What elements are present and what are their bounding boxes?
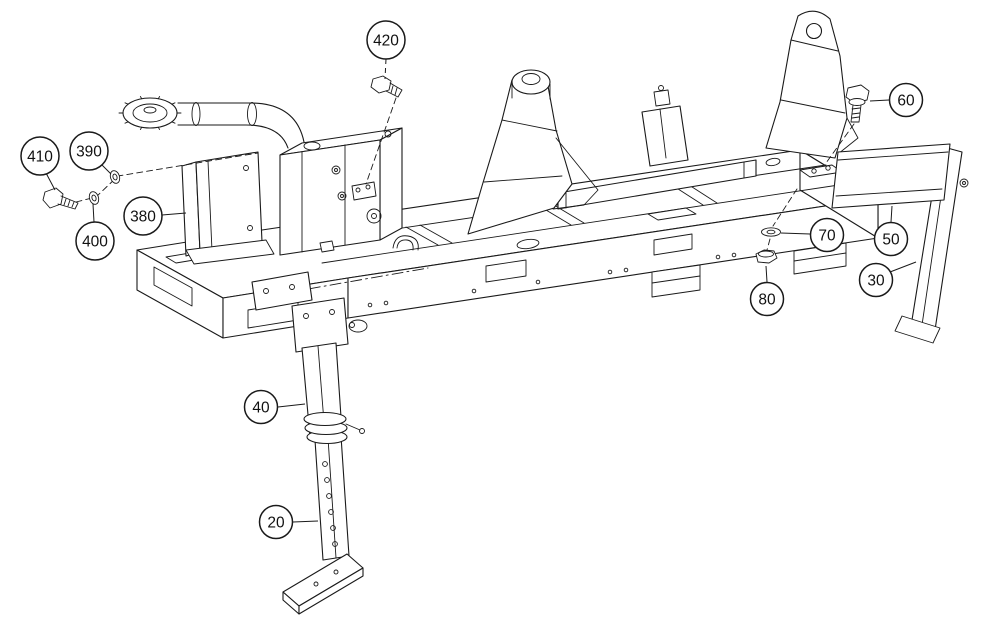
callout-label-40: 40 bbox=[252, 399, 270, 416]
callout-leader-60 bbox=[869, 99, 890, 102]
nut-80 bbox=[755, 249, 778, 264]
callout-leader-30 bbox=[889, 261, 917, 273]
callout-leader-410 bbox=[45, 172, 56, 191]
swivel-pin bbox=[348, 319, 368, 333]
callout-circle-50 bbox=[873, 221, 909, 257]
callout-leader-70 bbox=[780, 232, 811, 235]
assembly-axis-70-80 bbox=[766, 188, 798, 251]
callout-20: 20 bbox=[258, 504, 319, 540]
mount-bracket-380 bbox=[181, 151, 275, 265]
drain-plug bbox=[319, 240, 335, 253]
jack-mount-plate bbox=[291, 297, 349, 353]
bolt-420 bbox=[370, 75, 403, 98]
callout-circle-60 bbox=[888, 82, 924, 118]
assembly-axis-420 bbox=[365, 97, 397, 185]
sight-glass bbox=[366, 208, 382, 224]
washer-400 bbox=[88, 191, 100, 205]
callout-50: 50 bbox=[873, 205, 909, 257]
mid-tower bbox=[467, 69, 599, 235]
hydraulic-tank bbox=[118, 96, 403, 256]
callout-circle-20 bbox=[258, 504, 294, 540]
callout-circle-40 bbox=[243, 389, 279, 425]
callout-label-400: 400 bbox=[82, 233, 108, 250]
callout-leader-390 bbox=[101, 164, 112, 175]
callout-circle-390 bbox=[69, 131, 109, 171]
filler-pipe bbox=[177, 102, 305, 149]
assembly-axis-left bbox=[75, 152, 259, 203]
callout-30: 30 bbox=[858, 261, 917, 298]
callout-40: 40 bbox=[243, 389, 306, 425]
callout-leader-380 bbox=[161, 212, 187, 216]
bolt-60 bbox=[845, 84, 870, 123]
callout-circle-400 bbox=[75, 221, 115, 261]
callout-80: 80 bbox=[749, 265, 785, 317]
callout-circle-380 bbox=[123, 196, 163, 236]
callout-380: 380 bbox=[123, 196, 187, 236]
callout-420: 420 bbox=[366, 20, 406, 80]
callout-label-80: 80 bbox=[758, 291, 776, 308]
callout-400: 400 bbox=[75, 203, 115, 261]
callout-label-380: 380 bbox=[130, 208, 156, 225]
center-post bbox=[641, 85, 689, 167]
callout-circle-420 bbox=[366, 20, 406, 60]
callout-label-420: 420 bbox=[373, 32, 399, 49]
callout-label-30: 30 bbox=[867, 272, 885, 289]
filler-cap bbox=[118, 96, 182, 130]
callout-label-390: 390 bbox=[76, 143, 102, 160]
frame-drawing bbox=[42, 10, 969, 615]
bracket-50 bbox=[831, 143, 951, 209]
callout-label-70: 70 bbox=[818, 227, 836, 244]
callout-circle-80 bbox=[749, 281, 785, 317]
callout-leader-400 bbox=[92, 203, 95, 223]
stud-bolt bbox=[959, 178, 969, 188]
callout-70: 70 bbox=[780, 217, 845, 253]
callout-leader-50 bbox=[890, 205, 893, 223]
callout-leader-20 bbox=[292, 520, 319, 523]
jack-foot-plate bbox=[282, 553, 364, 615]
callout-label-410: 410 bbox=[27, 148, 53, 165]
callout-circle-70 bbox=[809, 217, 845, 253]
washer-390 bbox=[109, 170, 121, 184]
jack-assembly bbox=[251, 267, 429, 615]
rear-tower bbox=[765, 10, 859, 159]
callout-label-20: 20 bbox=[267, 514, 285, 531]
bolt-410 bbox=[42, 187, 79, 210]
callout-leader-420 bbox=[384, 58, 387, 80]
callout-label-60: 60 bbox=[897, 92, 915, 109]
jack-crank-coil bbox=[303, 411, 365, 445]
jack-inner-leg bbox=[314, 435, 350, 561]
callout-circle-410 bbox=[20, 136, 60, 176]
callout-leader-80 bbox=[765, 265, 768, 283]
assembly-axis-60 bbox=[825, 123, 855, 164]
callout-circle-30 bbox=[858, 262, 894, 298]
callout-leader-40 bbox=[277, 403, 306, 408]
jack-mount-arm bbox=[251, 271, 313, 311]
channel-30 bbox=[894, 145, 969, 344]
shackle-handle bbox=[392, 235, 419, 251]
callout-60: 60 bbox=[869, 82, 924, 118]
callout-390: 390 bbox=[69, 131, 112, 175]
upper-rail bbox=[557, 159, 757, 210]
callout-410: 410 bbox=[20, 136, 60, 191]
callout-label-50: 50 bbox=[882, 231, 900, 248]
filler-neck bbox=[303, 141, 321, 151]
washer-70 bbox=[761, 227, 781, 237]
